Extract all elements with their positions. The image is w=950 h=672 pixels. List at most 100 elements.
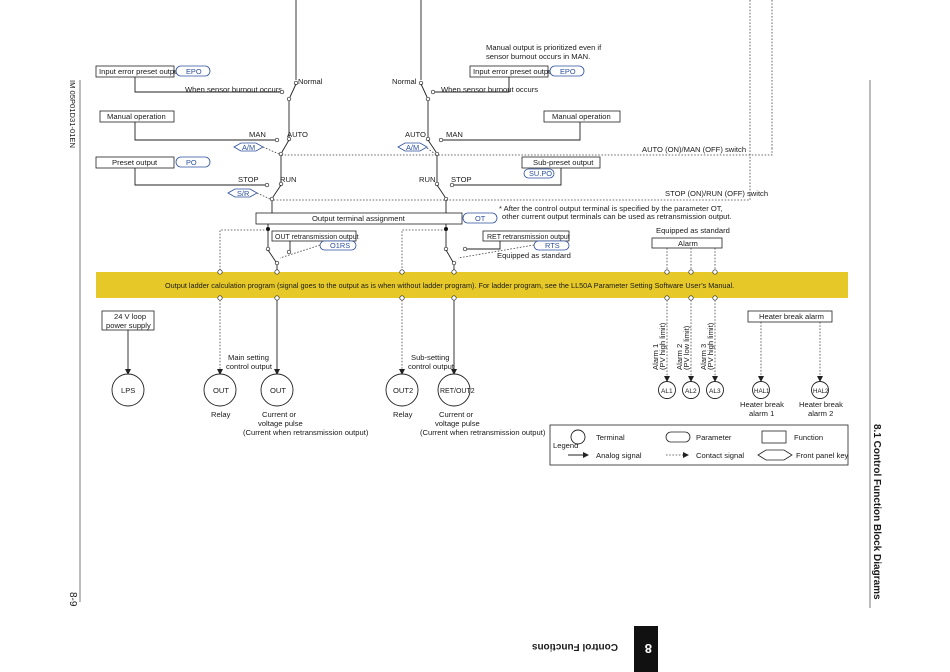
alarm1-label-b: (PV high limit) [658, 322, 667, 370]
ladder-node [399, 269, 405, 275]
ladder-node [664, 295, 670, 301]
alarm3-label-a: Alarm 3 [699, 344, 708, 370]
parameter-ot[interactable] [462, 212, 498, 224]
section-title: 8.1 Control Function Block Diagrams [871, 424, 882, 600]
heater-break-alarm-label: Heater break alarm [759, 312, 824, 321]
terminal-al3[interactable] [706, 381, 724, 399]
parameter-o1rs-label: O1RS [330, 241, 350, 250]
front-panel-key-am-2[interactable] [397, 142, 428, 152]
ladder-node [217, 269, 223, 275]
switch-node [462, 246, 468, 252]
parameter-po[interactable] [175, 156, 211, 168]
current-caption-1a: Current or [262, 410, 297, 419]
ladder-nodes [217, 269, 718, 301]
switch-blade [420, 83, 428, 98]
terminal-hal2[interactable] [811, 381, 829, 399]
current-caption-2a: Current or [439, 410, 474, 419]
terminal-hal1[interactable] [752, 381, 770, 399]
switch-blade [281, 139, 290, 153]
function-box-ret-retransmission [482, 230, 570, 242]
burnout-label-left: When sensor burnout occurs [185, 85, 282, 94]
terminal-lps[interactable] [111, 373, 145, 407]
terminal-hal1-label: HAL1 [754, 388, 770, 395]
signal-line [433, 77, 510, 93]
switch-node [286, 249, 292, 255]
normal-label-right: Normal [392, 77, 417, 86]
switch-node [264, 182, 270, 188]
current-caption-2c: (Current when retransmission output) [420, 428, 546, 437]
switch-node [279, 89, 285, 95]
terminal-al2[interactable] [682, 381, 700, 399]
output-terminal-assignment-label: Output terminal assignment [312, 214, 406, 223]
legend-front-panel-icon [757, 449, 793, 461]
switch-blade [289, 83, 297, 98]
switch-node [269, 196, 275, 202]
switch-node [451, 260, 457, 266]
parameter-rts[interactable] [533, 240, 570, 251]
contact-line [262, 146, 280, 155]
ret-retransmission-label: RET retransmission output [487, 234, 570, 241]
ladder-program-label: Output ladder calculation program (signa… [165, 281, 734, 290]
note-manual-prioritized-2: sensor burnout occurs in MAN. [486, 52, 590, 61]
switch-node [449, 182, 455, 188]
preset-output-label: Preset output [112, 158, 158, 167]
heater-break-caption-2b: alarm 2 [808, 409, 833, 418]
ladder-program-bar [96, 272, 848, 298]
parameter-supo[interactable] [523, 168, 555, 179]
chapter-number: 8 [645, 641, 652, 656]
current-caption-2b: voltage pulse [435, 419, 480, 428]
function-box-manual-operation-2 [543, 110, 621, 123]
ladder-node [451, 269, 457, 275]
terminal-out-relay[interactable] [203, 373, 237, 407]
signal-line [134, 122, 275, 141]
function-box-heater-break-alarm [747, 310, 833, 323]
switch-blade [436, 184, 446, 198]
parameter-rts-label: RTS [545, 241, 560, 250]
alarm1-label-a: Alarm 1 [651, 344, 660, 370]
out-retransmission-label: OUT retransmission output [275, 234, 359, 241]
run-label-left: RUN [280, 175, 296, 184]
contact-line [219, 224, 269, 271]
parameter-o1rs[interactable] [319, 240, 357, 251]
chapter-title: Control Functions [531, 641, 618, 652]
terminal-ret-out2[interactable] [437, 373, 471, 407]
switch-node [438, 137, 444, 143]
legend-analog: Analog signal [596, 451, 642, 460]
run-label-right: RUN [419, 175, 435, 184]
main-setting-label-1: Main setting [228, 353, 269, 362]
legend-function-icon [761, 430, 787, 444]
legend-terminal: Terminal [596, 433, 625, 442]
parameter-supo-label: SU.PO [529, 169, 552, 178]
asterisk-note-2: other current output terminals can be us… [502, 212, 732, 221]
parameter-epo-2[interactable] [549, 65, 585, 77]
sub-setting-label-1: Sub-setting [411, 353, 449, 362]
parameter-epo[interactable] [175, 65, 211, 77]
function-box-manual-operation [99, 110, 175, 123]
legend-title: Legend [553, 441, 578, 450]
current-caption-1c: (Current when retransmission output) [243, 428, 369, 437]
main-setting-label-2: control output [226, 362, 273, 371]
sub-preset-output-label: Sub-preset output [533, 158, 594, 167]
front-panel-key-am-label-2: A/M [406, 143, 419, 152]
man-label-left: MAN [249, 130, 266, 139]
parameter-epo-label-2: EPO [560, 67, 576, 76]
heater-break-caption-1a: Heater break [740, 400, 784, 409]
switch-node [274, 260, 280, 266]
chapter-tab [634, 626, 658, 672]
terminal-out-current[interactable] [260, 373, 294, 407]
signal-line [442, 122, 581, 141]
normal-label-left: Normal [298, 77, 323, 86]
loop-power-label-2: power supply [106, 321, 151, 330]
terminal-al1-label: AL1 [661, 388, 673, 395]
switch-blade [267, 249, 277, 263]
parameter-po-label: PO [186, 158, 197, 167]
page-number: 8-9 [67, 592, 78, 607]
terminal-out2-label: OUT2 [393, 386, 413, 395]
terminal-al2-label: AL2 [685, 388, 697, 395]
legend-terminal-icon [570, 429, 586, 445]
terminal-al1[interactable] [658, 381, 676, 399]
auto-label-right: AUTO [405, 130, 426, 139]
terminal-out2[interactable] [385, 373, 419, 407]
junction [266, 227, 270, 231]
terminal-hal2-label: HAL2 [813, 388, 829, 395]
